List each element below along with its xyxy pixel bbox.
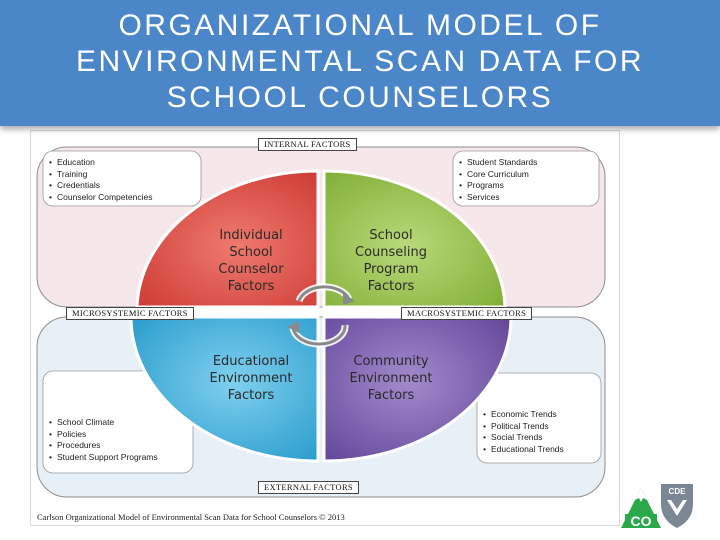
list-item: Training <box>49 169 199 181</box>
external-factors-label: EXTERNAL FACTORS <box>258 481 359 494</box>
slide-header: ORGANIZATIONAL MODEL OF ENVIRONMENTAL SC… <box>0 0 720 126</box>
logo-co-text: CO <box>631 513 652 529</box>
list-bottom-right: Economic Trends Political Trends Social … <box>483 409 599 455</box>
list-item: Services <box>459 192 597 204</box>
list-item: School Climate <box>49 417 191 429</box>
logo-cde-text: CDE <box>669 487 687 496</box>
community-environment-label: Community Environment Factors <box>349 354 433 403</box>
list-item: Policies <box>49 429 191 441</box>
slide-title: ORGANIZATIONAL MODEL OF ENVIRONMENTAL SC… <box>75 9 645 114</box>
list-top-left: Education Training Credentials Counselor… <box>49 157 199 203</box>
list-item: Programs <box>459 180 597 192</box>
list-item: Education <box>49 157 199 169</box>
list-item: Procedures <box>49 440 191 452</box>
list-item: Student Support Programs <box>49 452 191 464</box>
model-diagram: INTERNAL FACTORS MICROSYSTEMIC FACTORS M… <box>30 130 620 526</box>
internal-factors-label: INTERNAL FACTORS <box>258 138 357 151</box>
quadrant-program <box>322 169 507 309</box>
list-item: Social Trends <box>483 432 599 444</box>
list-item: Student Standards <box>459 157 597 169</box>
list-item: Economic Trends <box>483 409 599 421</box>
list-item: Political Trends <box>483 421 599 433</box>
educational-environment-label: Educational Environment Factors <box>209 354 293 403</box>
list-bottom-left: School Climate Policies Procedures Stude… <box>49 417 191 463</box>
list-item: Core Curriculum <box>459 169 597 181</box>
figure-caption: Carlson Organizational Model of Environm… <box>37 512 345 522</box>
list-item: Counselor Competencies <box>49 192 199 204</box>
list-item: Credentials <box>49 180 199 192</box>
microsystemic-factors-label: MICROSYSTEMIC FACTORS <box>66 307 194 320</box>
cde-colorado-logo: CO CDE <box>619 478 699 530</box>
individual-counselor-label: Individual School Counselor Factors <box>218 228 284 294</box>
counseling-program-label: School Counseling Program Factors <box>355 228 427 294</box>
quadrant-individual <box>135 169 320 309</box>
list-item: Educational Trends <box>483 444 599 456</box>
quadrant-community <box>322 315 513 463</box>
macrosystemic-factors-label: MACROSYSTEMIC FACTORS <box>401 307 533 320</box>
list-top-right: Student Standards Core Curriculum Progra… <box>459 157 597 203</box>
